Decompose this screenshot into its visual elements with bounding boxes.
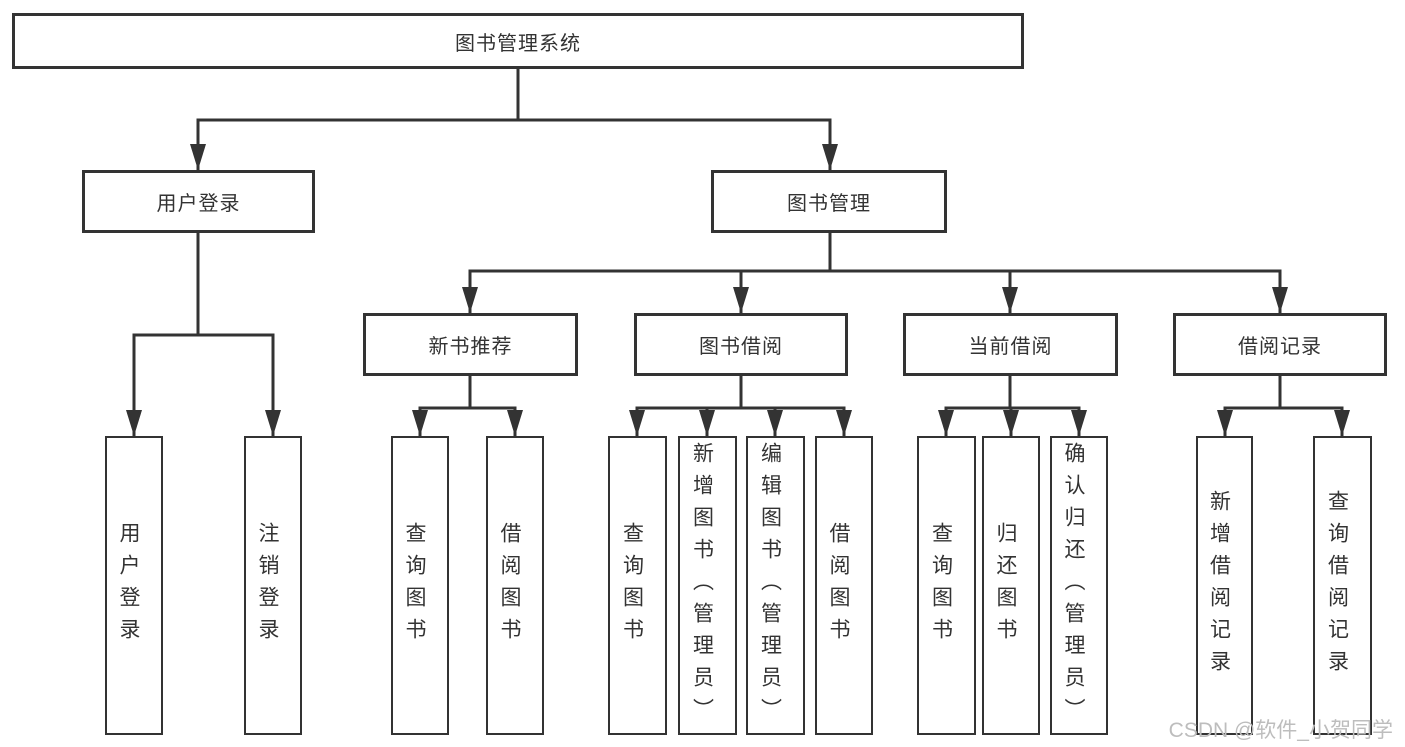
node-label: 借阅图书 [827,521,850,650]
node-label: 确认归还（管理员） [1062,441,1085,730]
rail-new-book [418,374,517,410]
leaf-logout: 注销登录 [244,436,302,735]
rail-current-borrow [944,374,1081,410]
node-label: 查询借阅记录 [1325,489,1349,682]
rail-book-borrow [635,374,846,410]
node-label: 借阅记录 [1238,336,1322,358]
leaf-query-book-borrow: 查询图书 [608,436,667,735]
node-label: 用户登录 [156,193,241,215]
node-label: 注销登录 [256,521,279,650]
leaf-edit-book-admin: 编辑图书（管理员） [746,436,805,735]
node-label: 查询图书 [403,521,426,650]
watermark-text: CSDN @软件_小贺同学 [1168,719,1393,742]
node-label: 图书管理系统 [455,32,581,55]
node-label: 查询图书 [929,521,953,650]
node-label: 编辑图书（管理员） [758,441,782,730]
leaf-borrow-book: 借阅图书 [815,436,873,735]
node-label: 图书管理 [787,193,871,215]
leaf-query-book-recommend: 查询图书 [391,436,449,735]
leaf-add-book-admin: 新增图书（管理员） [678,436,737,735]
leaf-query-book-current: 查询图书 [917,436,976,735]
node-label: 新增图书（管理员） [690,441,714,730]
node-label: 归还图书 [994,521,1017,650]
node-label: 查询图书 [620,521,644,650]
leaf-user-login: 用户登录 [105,436,163,735]
leaf-add-borrow-record: 新增借阅记录 [1196,436,1253,735]
rail-root [196,67,832,122]
node-root-system: 图书管理系统 [12,13,1024,69]
node-label: 借阅图书 [498,521,521,650]
node-borrow-record: 借阅记录 [1173,313,1387,376]
node-user-login: 用户登录 [82,170,315,233]
node-label: 当前借阅 [968,336,1053,358]
node-current-borrow: 当前借阅 [903,313,1118,376]
leaf-return-book: 归还图书 [982,436,1040,735]
node-label: 图书借阅 [699,336,783,358]
node-book-borrow: 图书借阅 [634,313,848,376]
node-label: 新增借阅记录 [1207,489,1231,682]
rail-book-management [468,231,1282,273]
node-label: 新书推荐 [428,336,513,358]
node-new-book-recommend: 新书推荐 [363,313,578,376]
node-book-management: 图书管理 [711,170,947,233]
leaf-confirm-return-admin: 确认归还（管理员） [1050,436,1108,735]
leaf-borrow-book-recommend: 借阅图书 [486,436,544,735]
node-label: 用户登录 [117,521,140,650]
rail-user-login [132,231,275,337]
rail-borrow-record [1223,374,1344,410]
leaf-query-borrow-record: 查询借阅记录 [1313,436,1372,735]
